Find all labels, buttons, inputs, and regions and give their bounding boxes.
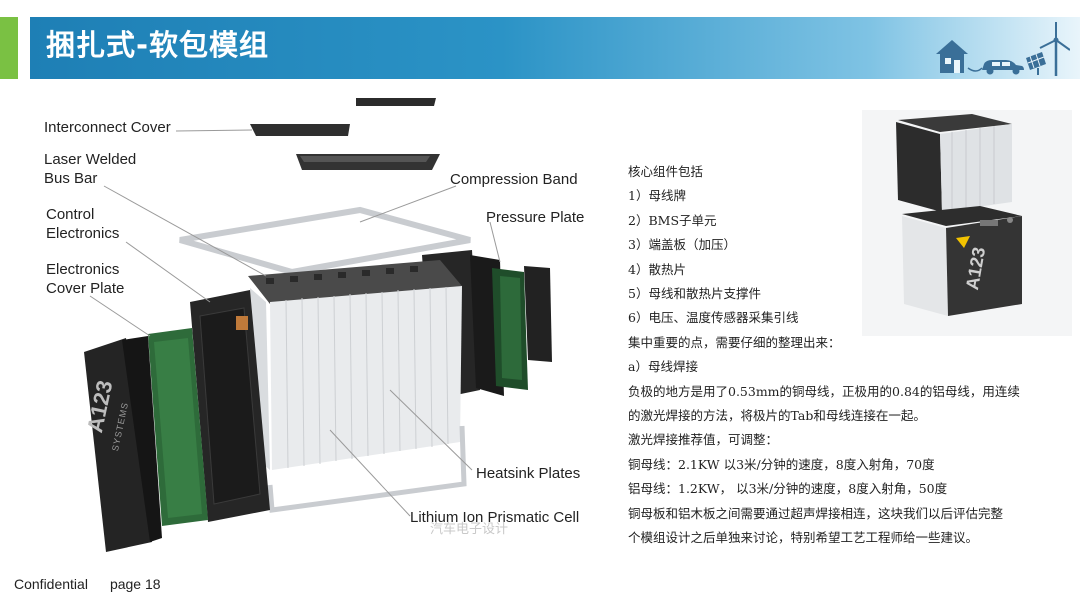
- energy-icons: [936, 22, 1070, 76]
- control-electronics-pcb: [148, 328, 208, 526]
- text-line: 2）BMS子单元: [628, 212, 717, 228]
- compression-band-bottom: [267, 425, 467, 513]
- header-bar: [30, 17, 1080, 79]
- interconnect-cover-parts: [250, 98, 440, 170]
- text-line: 的激光焊接的方法，将极片的Tab和母线连接在一起。: [628, 408, 926, 424]
- page-number: page 18: [109, 576, 161, 592]
- label-bus-bar: Bus Bar: [44, 170, 98, 187]
- text-line: 铜母板和铝木板之间需要通过超声焊接相连，这块我们以后评估完整: [628, 505, 1004, 521]
- pressure-plate-right: [422, 250, 552, 400]
- text-line: 6）电压、温度传感器采集引线: [628, 310, 799, 326]
- text-line: 1）母线牌: [628, 188, 686, 204]
- text-line: 激光焊接推荐值，可调整：: [628, 432, 779, 448]
- label-electronics: Electronics: [46, 261, 120, 278]
- module-photo-illustration: [862, 110, 1072, 336]
- control-electronics-frame: [190, 290, 270, 522]
- core-component-notes: 核心组件包括 1）母线牌 2）BMS子单元 3）端盖板（加压） 4）散热片 5）…: [628, 160, 1068, 551]
- label-control-electronics: Electronics: [46, 225, 120, 242]
- header-accent-bar: [0, 17, 18, 79]
- text-line: 负极的地方是用了0.53mm的铜母线，正极用的0.84的铝母线，用连续: [628, 383, 1020, 399]
- footer: Confidential page 18: [14, 576, 161, 592]
- solar-panel-icon: [1026, 52, 1046, 75]
- wind-turbine-icon: [1039, 22, 1070, 76]
- cell-stack: [248, 260, 462, 470]
- text-line: 铜母线：2.1KW 以3米/分钟的速度，8度入射角，70度: [628, 456, 935, 472]
- label-interconnect-cover: Interconnect Cover: [44, 119, 171, 136]
- text-line: 核心组件包括: [628, 164, 704, 179]
- text-line: 4）散热片: [628, 261, 686, 277]
- label-pressure-plate: Pressure Plate: [486, 209, 585, 226]
- text-line: 3）端盖板（加压）: [628, 237, 736, 253]
- label-compression-band: Compression Band: [450, 171, 578, 188]
- electronics-cover-plate: [84, 336, 162, 552]
- house-icon: [936, 40, 968, 73]
- confidential-label: Confidential: [14, 576, 88, 592]
- exploded-view-illustration: [84, 98, 552, 552]
- label-heatsink-plates: Heatsink Plates: [476, 465, 581, 482]
- module-photo: A123: [862, 110, 1072, 336]
- text-line: 5）母线和散热片支撑件: [628, 286, 761, 302]
- text-line: 个模组设计之后单独来讨论，特别希望工艺工程师给一些建议。: [628, 530, 979, 546]
- text-line: 集中重要的点，需要仔细的整理出来：: [628, 334, 841, 350]
- label-control: Control: [46, 206, 95, 223]
- car-icon: [982, 60, 1024, 75]
- text-line: 铝母线：1.2KW， 以3米/分钟的速度，8度入射角，50度: [628, 481, 948, 497]
- label-cover-plate: Cover Plate: [46, 280, 125, 297]
- label-prismatic-cell: Lithium Ion Prismatic Cell: [410, 509, 580, 526]
- watermark: 汽车电子设计: [430, 522, 509, 537]
- exploded-module-diagram: A123 SYSTEMS Interconnect Cover Laser We…: [30, 90, 610, 560]
- label-laser-welded: Laser Welded: [44, 151, 137, 168]
- compression-band: [179, 206, 471, 276]
- slide-title: 捆扎式-软包模组: [46, 28, 270, 62]
- text-line: a）母线焊接: [628, 359, 698, 375]
- callout-lines: [89, 129, 501, 517]
